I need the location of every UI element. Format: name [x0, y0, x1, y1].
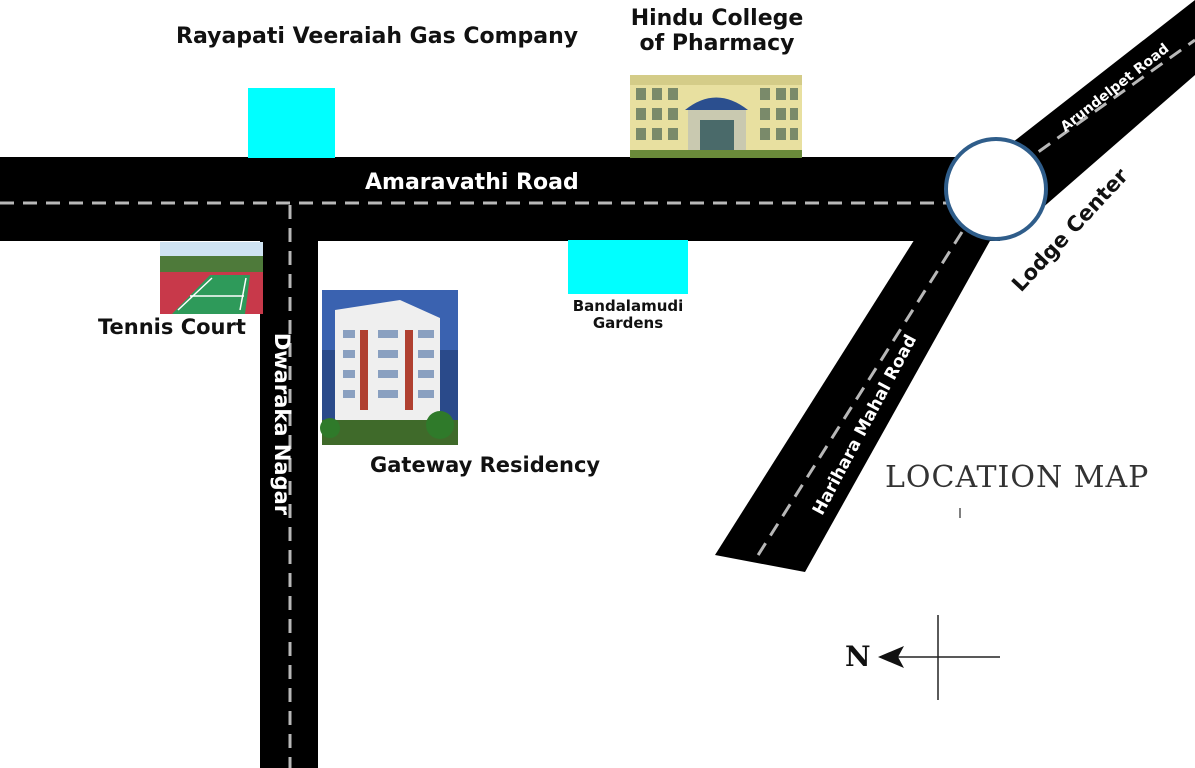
pharmacy-college-label: Hindu College of Pharmacy	[628, 6, 806, 57]
gas-company-label-text: Rayapati Veeraiah Gas Company	[176, 24, 579, 49]
location-map-title: LOCATION MAP	[885, 460, 1150, 495]
amaravathi-road	[0, 157, 1000, 241]
pharmacy-college-label-text: Hindu College of Pharmacy	[630, 6, 804, 57]
bandalamudi-gardens-label: Bandalamudi Gardens	[566, 297, 690, 333]
bandalamudi-gardens-marker	[568, 240, 688, 294]
compass-north-label: N	[845, 640, 871, 673]
tennis-court-photo	[160, 242, 263, 314]
arundelpet-road	[990, 0, 1195, 210]
lodge-center-junction	[944, 137, 1048, 241]
gateway-residency-label: Gateway Residency	[370, 453, 601, 477]
dwaraka-nagar-label: Dwaraka Nagar	[270, 332, 294, 516]
gateway-residency-photo	[320, 290, 458, 445]
pharmacy-college-photo	[630, 75, 802, 158]
gas-company-marker	[248, 88, 335, 158]
compass-icon	[878, 615, 1000, 700]
gas-company-label: Rayapati Veeraiah Gas Company	[176, 24, 578, 49]
bandalamudi-gardens-label-text: Bandalamudi Gardens	[572, 297, 684, 333]
tennis-court-label: Tennis Court	[98, 315, 246, 339]
amaravathi-road-label: Amaravathi Road	[365, 170, 579, 195]
